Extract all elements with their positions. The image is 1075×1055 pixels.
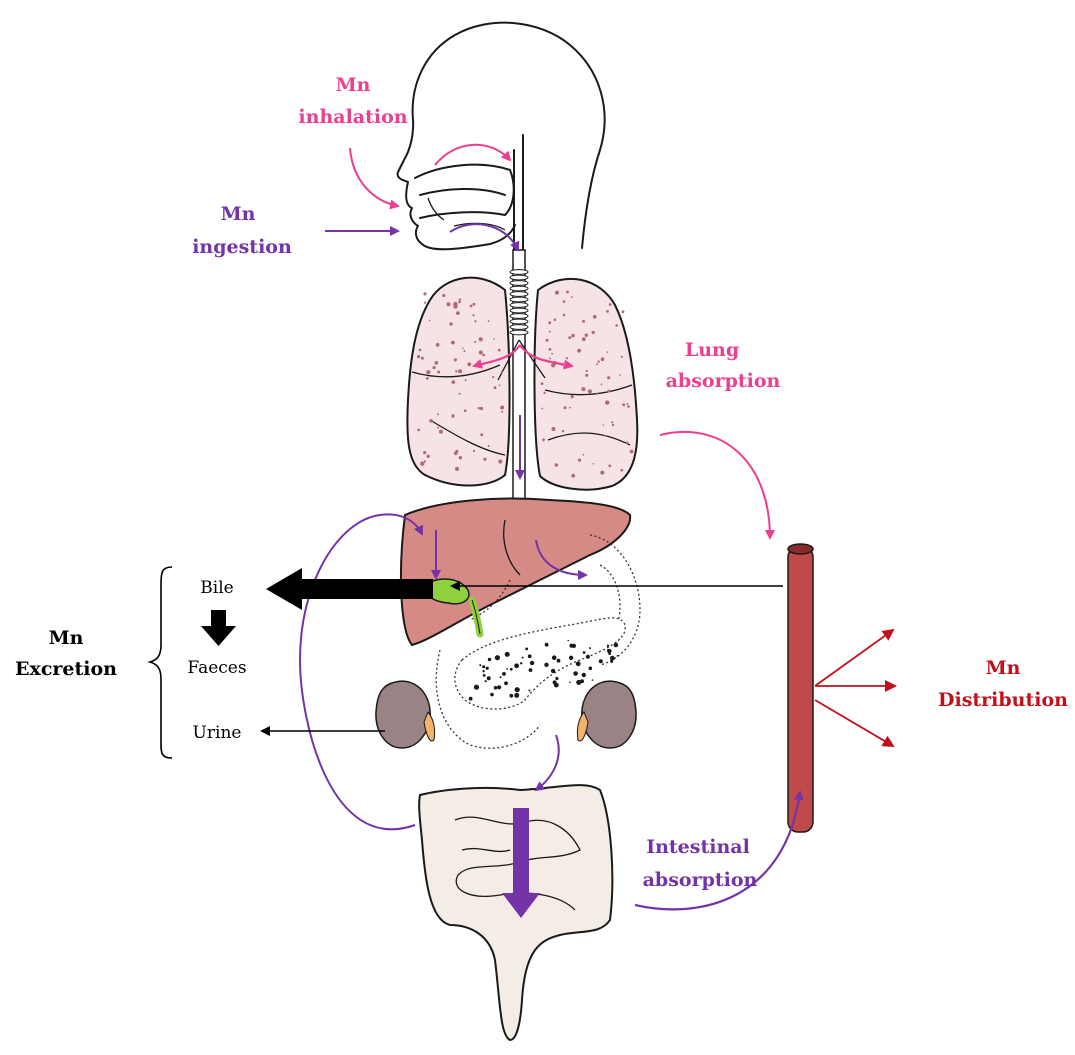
lung-absorption-label: Lung absorption (666, 339, 781, 392)
faeces-label: Faeces (187, 658, 246, 678)
ingestion-label-line1: Mn (221, 203, 256, 225)
bile-label: Bile (200, 578, 233, 598)
distribution-line2: Distribution (938, 689, 1068, 711)
distribution-line1: Mn (986, 657, 1021, 679)
ingestion-label-line2: ingestion (192, 236, 292, 258)
excretion-line1: Mn (49, 627, 84, 649)
excretion-line2: Excretion (15, 658, 117, 680)
inhalation-label-line2: inhalation (298, 106, 407, 128)
excretion-label: Mn Excretion (15, 627, 117, 680)
brace-icon (150, 567, 172, 758)
kidney-right-icon (577, 681, 636, 748)
lung-absorption-line2: absorption (666, 370, 781, 392)
blood-vessel-icon (788, 544, 813, 832)
intestinal-absorption-label: Intestinal absorption (643, 836, 758, 891)
distribution-label: Mn Distribution (938, 657, 1068, 711)
intestinal-absorption-line1: Intestinal (646, 836, 750, 858)
faeces-down-arrow (201, 610, 236, 646)
kidney-left-icon (376, 681, 435, 748)
inhalation-label-line1: Mn (336, 74, 371, 96)
intestinal-absorption-line2: absorption (643, 869, 758, 891)
head-outline-icon (398, 23, 605, 250)
lung-absorption-line1: Lung (685, 339, 739, 361)
inhalation-label: Mn inhalation (298, 74, 407, 128)
urine-label: Urine (193, 723, 242, 743)
ingestion-label: Mn ingestion (192, 203, 292, 258)
distribution-arrows (815, 630, 895, 746)
